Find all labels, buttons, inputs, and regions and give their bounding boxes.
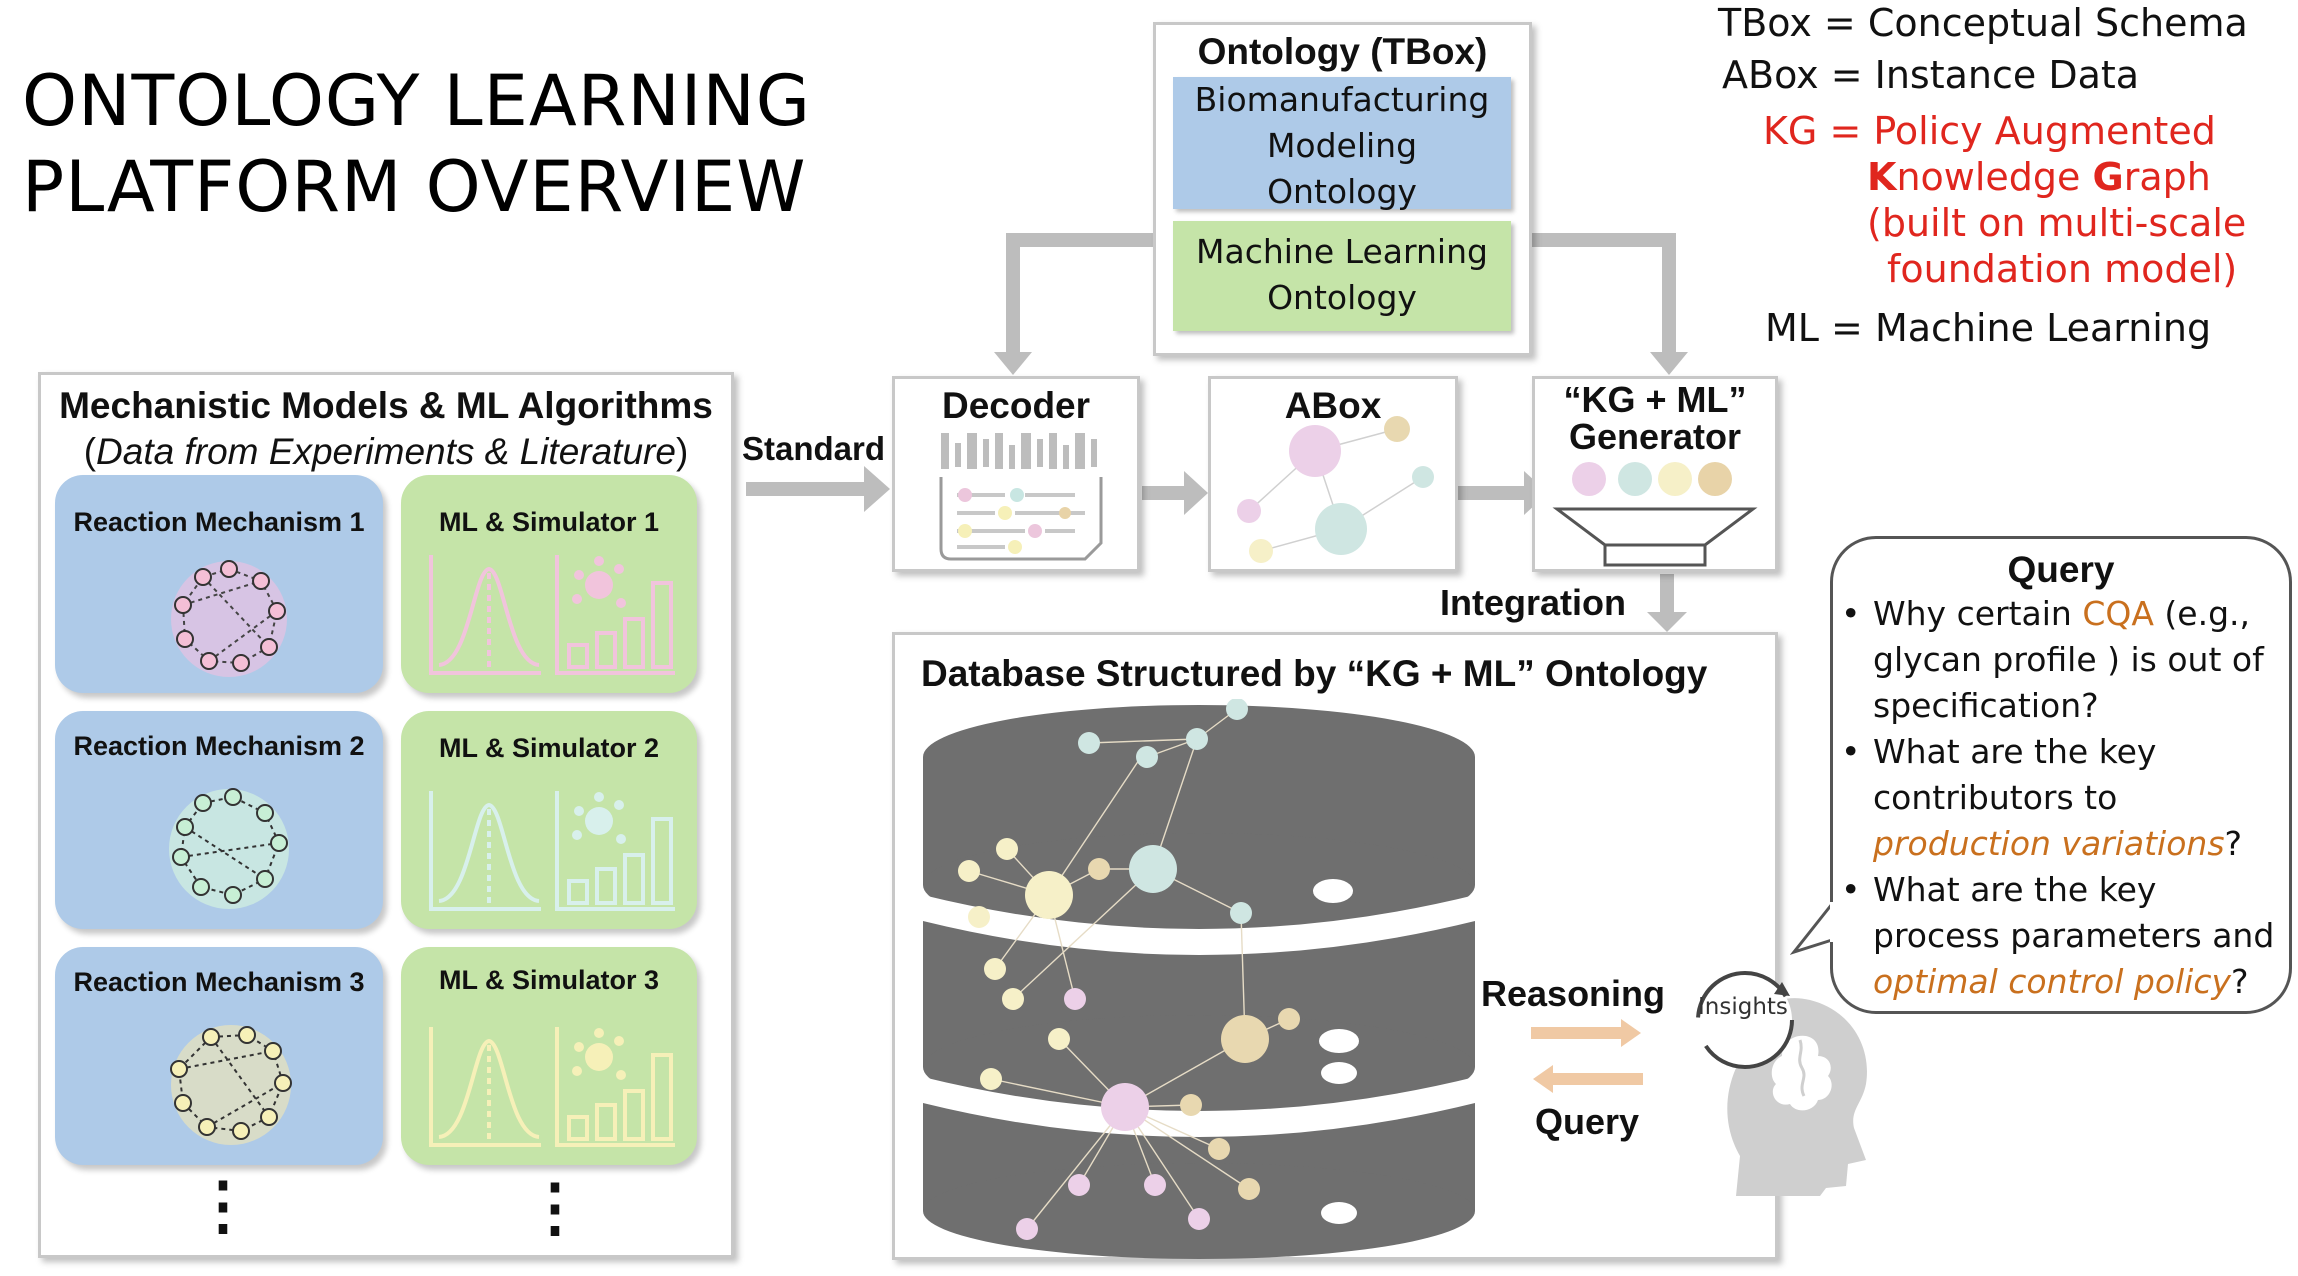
integration-arrow-shaft [1660,574,1674,614]
kg-ml-generator-box: “KG + ML” Generator [1532,376,1778,572]
legend-ml: ML = Machine Learning [1765,306,2212,350]
decoder-title: Decoder [941,385,1091,426]
reaction-mechanism-label: Reaction Mechanism 2 [73,731,365,761]
reaction-mechanism-label: Reaction Mechanism 1 [73,507,365,537]
query-bubble-tail [1790,902,1838,955]
query-item-1: • Why certain CQA (e.g., glycan profile … [1841,594,2264,725]
standard-arrowhead [864,466,890,512]
mechanistic-panel-title: Mechanistic Models & ML Algorithms [59,385,713,426]
integration-label: Integration [1440,582,1626,623]
query-item-2: • What are the key contributors to produ… [1841,732,2243,863]
ml-ontology-box: Machine Learning Ontology [1173,221,1511,331]
database-panel: Database Structured by “KG + ML” Ontolog… [892,632,1778,1260]
ml-simulator-label: ML & Simulator 2 [438,733,660,763]
query-bubble-title: Query [2007,549,2115,590]
standard-arrow-shaft [746,482,866,496]
reasoning-query-arrows [1531,1019,1643,1093]
decoder-abox-arrow-shaft [1142,486,1186,500]
ontology-tbox-panel: Ontology (TBox) Biomanufacturing Modelin… [1153,22,1532,356]
legend-abox: ABox = Instance Data [1722,53,2140,97]
ontology-right-connector [1520,233,1676,247]
query-item-3: • What are the key process parameters an… [1841,870,2275,1001]
reaction-mechanism-card-3[interactable]: Reaction Mechanism 3 [55,947,383,1165]
bell-curve-chart-icon [429,791,675,911]
mechanistic-panel-subtitle: (Data from Experiments & Literature) [83,431,689,472]
mechanistic-models-panel: Mechanistic Models & ML Algorithms (Data… [38,372,734,1258]
reaction-network-icon [170,1025,292,1145]
integration-arrowhead [1647,612,1687,632]
bell-curve-chart-icon [429,1027,675,1147]
decoder-box: Decoder [892,376,1140,572]
query-label: Query [1535,1101,1640,1142]
reaction-network-icon [169,788,289,909]
standard-label: Standard [742,430,886,467]
ontology-left-arrowhead [994,352,1032,375]
bell-curve-chart-icon [429,555,675,675]
ontology-right-connector-down [1662,233,1676,353]
reasoning-arrowhead [1621,1019,1641,1047]
decoder-abox-arrowhead [1184,471,1208,515]
database-cylinder-icon [923,699,1475,1259]
database-title: Database Structured by “KG + ML” Ontolog… [921,653,1708,694]
abox-graph-icon [1237,416,1434,563]
abox-box: ABox [1208,376,1458,572]
query-bubble: Query • Why certain CQA (e.g., glycan pr… [1830,536,2292,1014]
query-arrow-shaft [1551,1073,1643,1085]
biomanufacturing-ontology-box: Biomanufacturing Modeling Ontology [1173,77,1511,211]
more-simulators-ellipsis: ⋮ [523,1171,587,1243]
query-arrowhead [1533,1065,1553,1093]
head-insights-icon [1696,971,1867,1196]
insights-label: Insights [1698,994,1788,1020]
ml-simulator-label: ML & Simulator 1 [438,507,660,537]
page-title: ONTOLOGY LEARNING PLATFORM OVERVIEW [22,60,812,228]
ml-simulator-label: ML & Simulator 3 [438,965,660,995]
legend-tbox: TBox = Conceptual Schema [1718,1,2248,45]
query-list: • Why certain CQA (e.g., glycan profile … [1833,591,2293,1005]
reaction-network-icon [171,560,287,677]
more-mechanisms-ellipsis: ⋮ [191,1169,255,1241]
ontology-left-connector-down [1006,233,1020,353]
decoder-document-icon [939,433,1103,561]
ml-simulator-card-2[interactable]: ML & Simulator 2 [401,711,697,929]
ontology-title: Ontology (TBox) [1197,31,1488,72]
ml-simulator-card-1[interactable]: ML & Simulator 1 [401,475,697,693]
reasoning-label: Reasoning [1481,973,1666,1014]
funnel-icon [1552,462,1758,567]
reaction-mechanism-card-2[interactable]: Reaction Mechanism 2 [55,711,383,929]
ml-simulator-card-3[interactable]: ML & Simulator 3 [401,947,697,1165]
reaction-mechanism-card-1[interactable]: Reaction Mechanism 1 [55,475,383,693]
reaction-mechanism-label: Reaction Mechanism 3 [73,967,365,997]
abox-title: ABox [1284,385,1382,426]
generator-title: “KG + ML” Generator [1563,379,1747,457]
abox-generator-arrow-shaft [1456,486,1526,500]
ontology-left-connector [1006,233,1156,247]
reasoning-arrow-shaft [1531,1027,1623,1039]
legend-kg: KG = Policy Augmented Knowledge Graph (b… [1763,109,2247,291]
ontology-right-arrowhead [1650,352,1688,375]
